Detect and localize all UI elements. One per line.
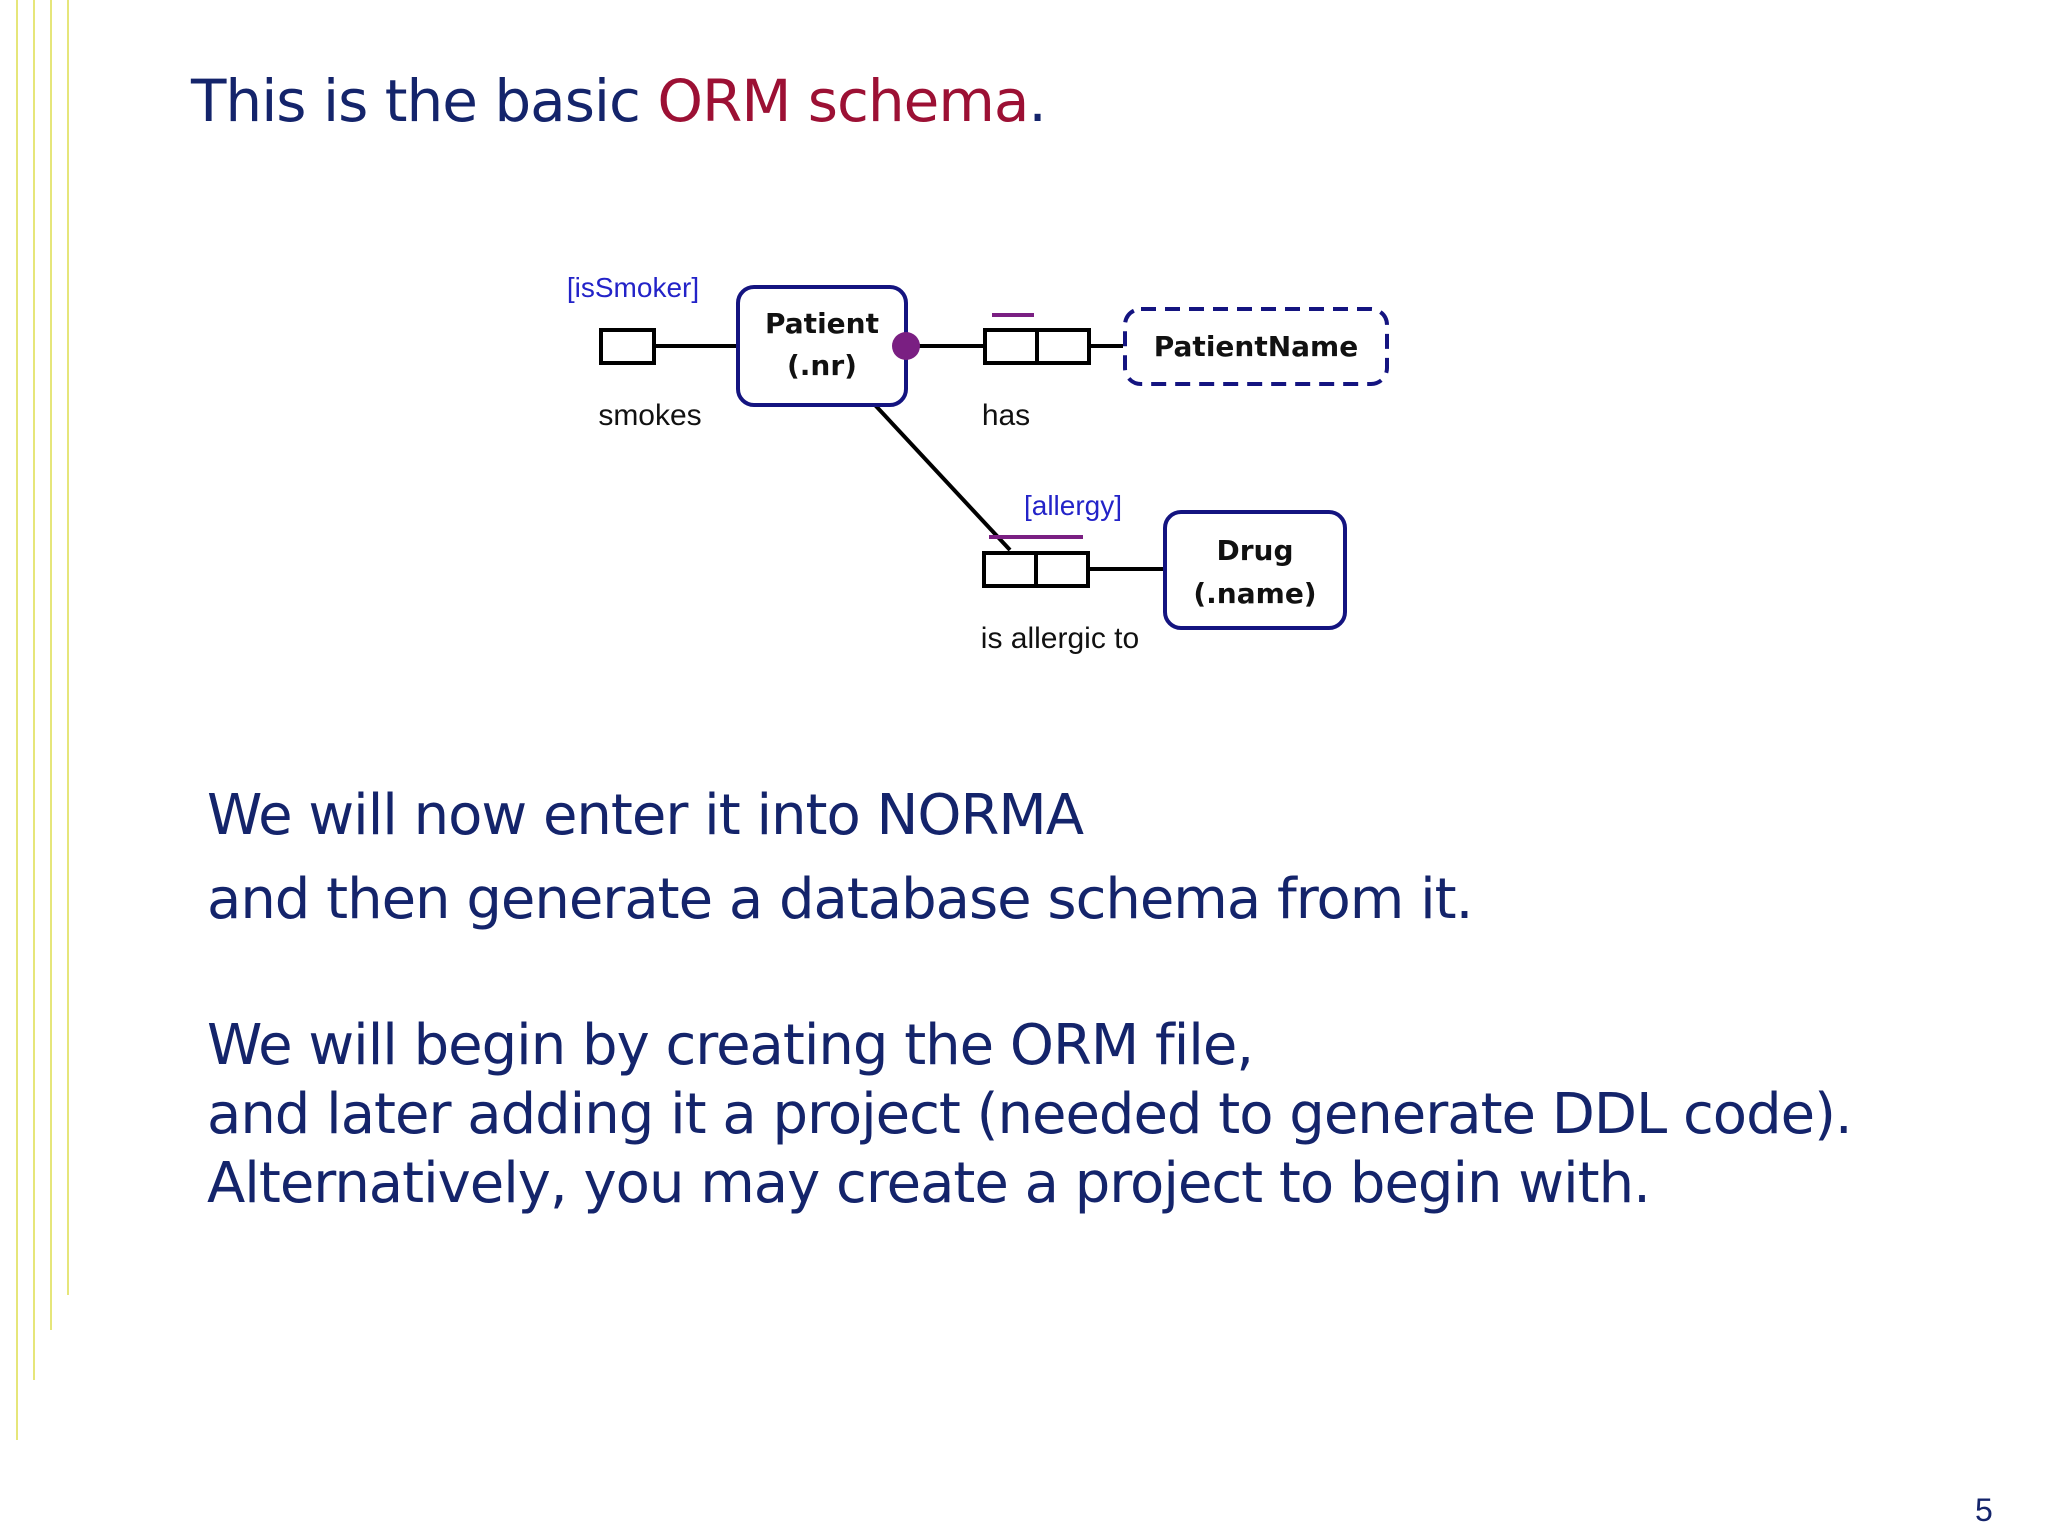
fact-allergic[interactable]: [allergy] is allergic to <box>981 490 1139 655</box>
page-number: 5 <box>1975 1492 1993 1528</box>
title-highlight: ORM schema <box>657 67 1029 135</box>
drug-ref-mode: (.name) <box>1193 577 1316 610</box>
paragraph-details-line-1: We will begin by creating the ORM file, <box>207 1013 1254 1078</box>
fact-has[interactable]: has <box>982 313 1091 432</box>
drug-name: Drug <box>1216 534 1293 567</box>
fact-smokes[interactable]: [isSmoker] smokes <box>567 272 702 432</box>
paragraph-details-line-3: Alternatively, you may create a project … <box>207 1151 1651 1216</box>
slide-title: This is the basic ORM schema. <box>191 60 1047 142</box>
patientname-name: PatientName <box>1154 330 1358 363</box>
paragraph-intro-line-2: and then generate a database schema from… <box>207 867 1473 932</box>
rule-line-2 <box>33 0 35 1380</box>
paragraph-details: We will begin by creating the ORM file, … <box>207 1011 1853 1218</box>
rule-line-3 <box>50 0 52 1330</box>
patient-ref-mode: (.nr) <box>787 349 857 382</box>
allergic-role-box-1 <box>982 551 1038 588</box>
has-role-box-2 <box>1035 328 1091 365</box>
title-prefix: This is the basic <box>191 67 658 135</box>
has-reading: has <box>982 399 1030 432</box>
allergic-connector-to-patient <box>873 403 1012 552</box>
has-role-box-1 <box>983 328 1039 365</box>
smokes-derived-name: [isSmoker] <box>567 272 699 303</box>
patient-name: Patient <box>765 307 879 340</box>
rule-line-1 <box>16 0 18 1440</box>
patient-box <box>736 285 908 407</box>
patientname-box <box>1123 307 1389 386</box>
smokes-role-box <box>599 328 656 365</box>
mandatory-role-dot <box>892 332 920 360</box>
smokes-reading: smokes <box>598 399 701 432</box>
allergic-role-box-2 <box>1034 551 1090 588</box>
title-suffix: . <box>1028 67 1046 135</box>
paragraph-intro-line-1: We will now enter it into NORMA <box>207 783 1084 848</box>
paragraph-intro: We will now enter it into NORMA and then… <box>207 774 1473 942</box>
allergic-derived-name: [allergy] <box>1024 490 1122 521</box>
rule-line-4 <box>67 0 69 1295</box>
entity-drug[interactable]: Drug (.name) <box>1163 510 1347 630</box>
allergic-reading: is allergic to <box>981 622 1139 655</box>
paragraph-details-line-2: and later adding it a project (needed to… <box>207 1082 1853 1147</box>
entity-patientname[interactable]: PatientName <box>1123 307 1389 386</box>
drug-box <box>1163 510 1347 630</box>
entity-patient[interactable]: Patient (.nr) <box>736 285 908 407</box>
connectors <box>654 344 1163 571</box>
